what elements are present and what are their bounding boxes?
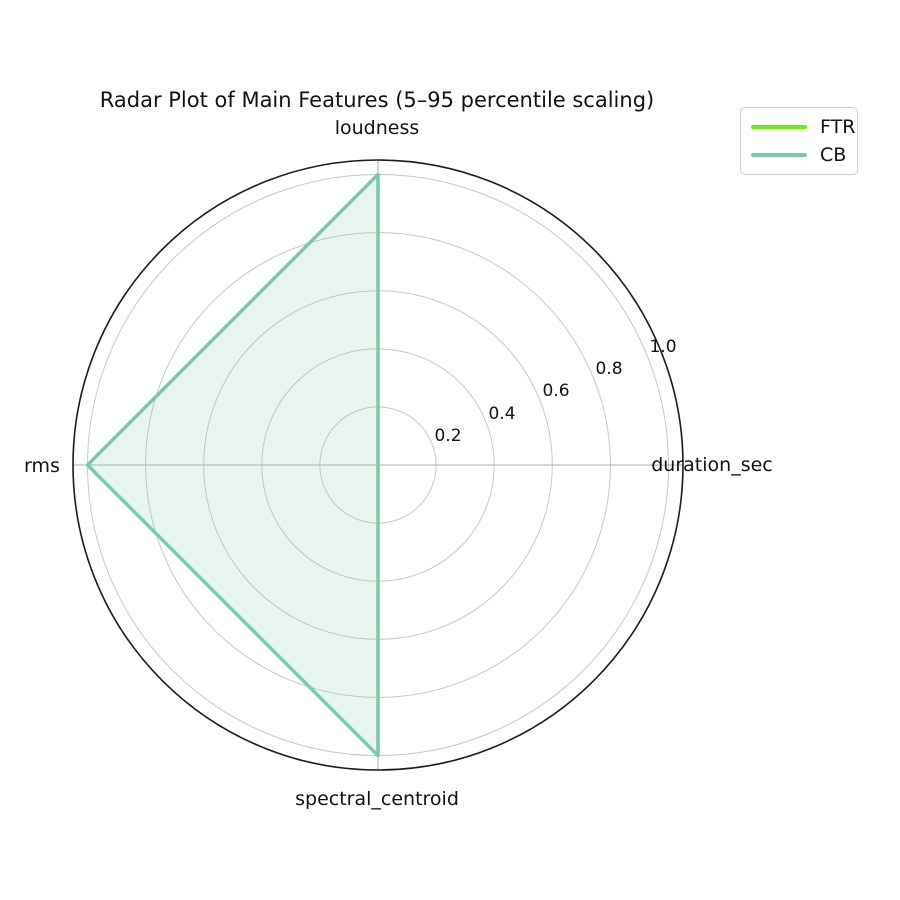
legend-label-ftr: FTR [820,116,856,138]
series-CB-polygon [85,172,380,758]
radial-tick-label: 0.4 [488,404,516,424]
series-polygons [85,172,380,758]
legend: FTR CB [740,107,858,175]
radial-tick-label: 0.2 [434,426,462,446]
radial-tick-label: 1.0 [649,337,677,357]
radial-tick-label: 0.6 [542,381,570,401]
axis-label-loudness: loudness [334,117,420,139]
axis-label-duration-sec: duration_sec [651,454,773,476]
chart-title: Radar Plot of Main Features (5–95 percen… [99,88,655,112]
legend-line-CB-icon [751,153,807,157]
polar-spine [72,159,684,771]
axis-label-rms: rms [24,455,60,477]
legend-entry-cb: CB [751,144,847,166]
legend-entry-ftr: FTR [751,116,855,138]
legend-line-FTR-icon [751,125,807,129]
legend-label-cb: CB [820,144,847,166]
radial-tick-label: 0.8 [595,359,623,379]
axis-label-spectral-centroid: spectral_centroid [295,788,459,810]
